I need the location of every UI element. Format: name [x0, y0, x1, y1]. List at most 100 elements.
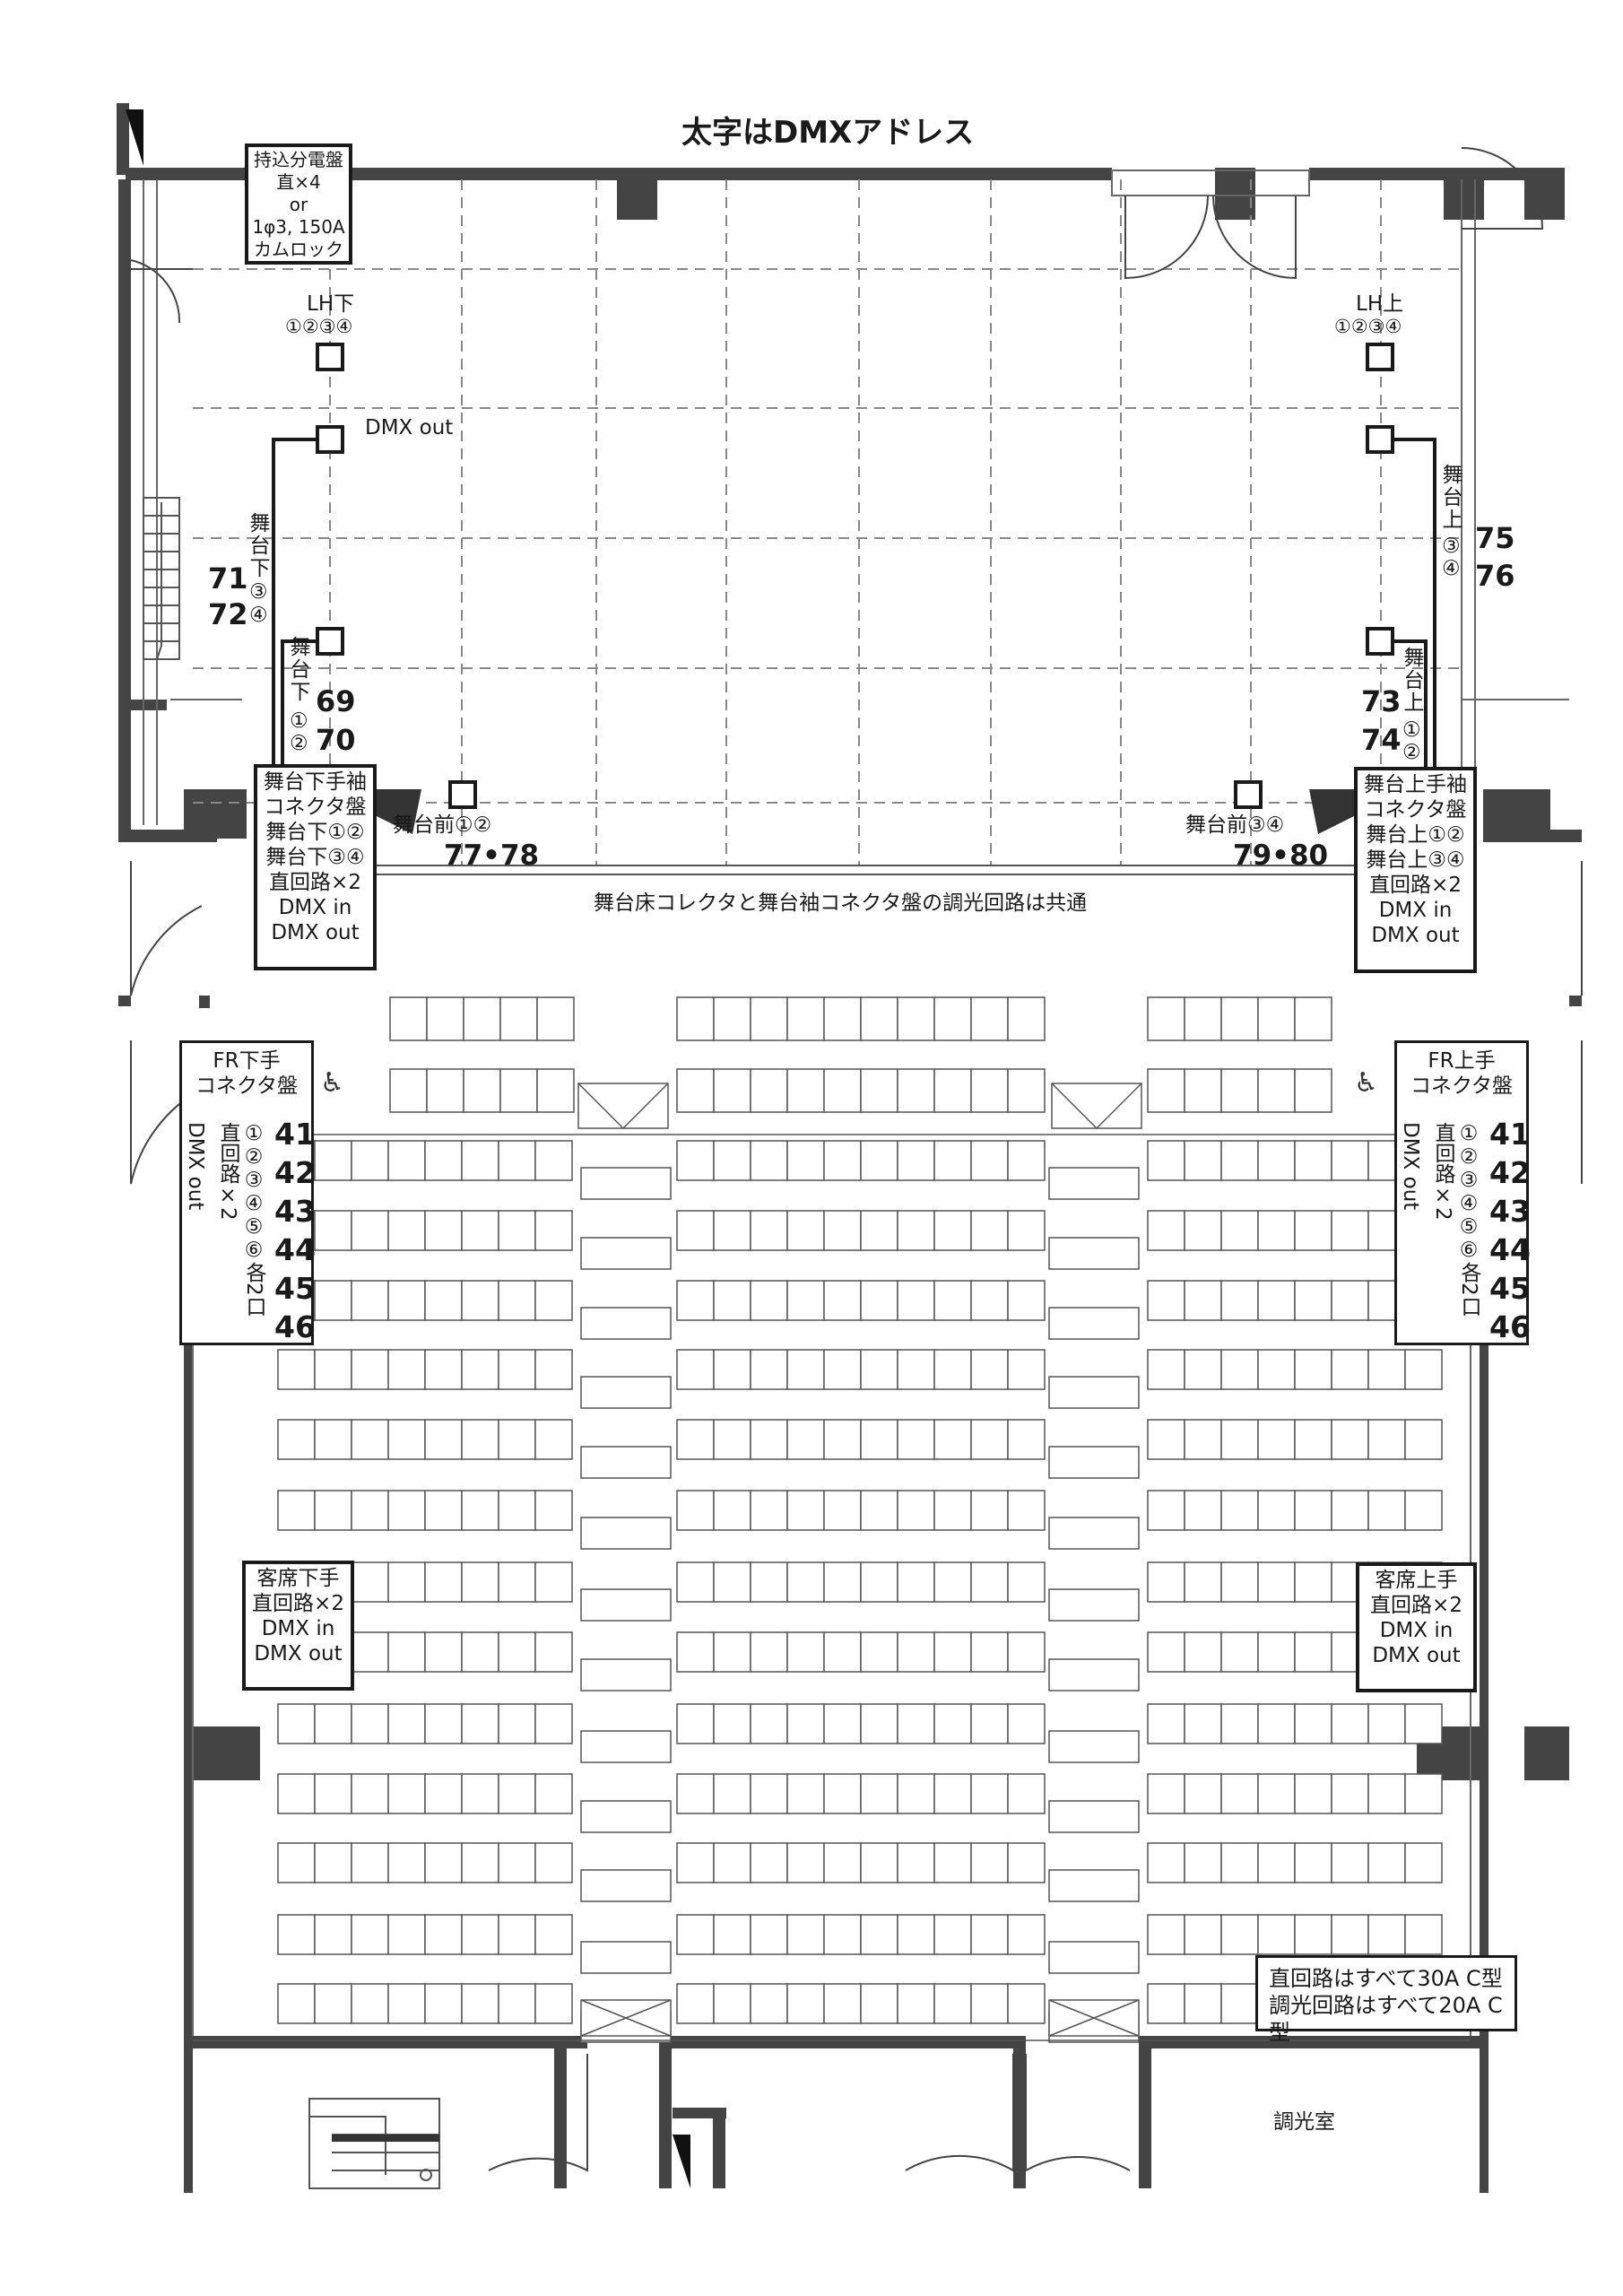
- corner-marker: [673, 2135, 690, 2188]
- seat: [1404, 1703, 1443, 1744]
- seat: [389, 1068, 428, 1113]
- seat: [1147, 1068, 1185, 1113]
- seat: [823, 1210, 862, 1251]
- power-panel-line: カムロック: [254, 239, 343, 260]
- seat: [461, 1631, 499, 1673]
- seat: [351, 1210, 389, 1251]
- aisle-step: [580, 1446, 672, 1479]
- seat: [499, 1068, 538, 1113]
- seat: [933, 1631, 972, 1673]
- seat: [314, 1349, 352, 1390]
- seat: [387, 1914, 426, 1955]
- seat: [897, 1349, 935, 1390]
- seat: [970, 1140, 1009, 1181]
- seat: [314, 1703, 352, 1744]
- wing-left-line: 直回路×2: [269, 871, 361, 894]
- seat: [534, 1210, 573, 1251]
- seat: [1367, 1349, 1406, 1390]
- house-right-line: DMX in: [1379, 1619, 1454, 1642]
- seat: [933, 1490, 972, 1531]
- seat: [351, 1349, 389, 1390]
- seat: [277, 1773, 316, 1814]
- dmx-address: 41: [274, 1117, 316, 1152]
- seat: [1220, 1842, 1259, 1883]
- seat: [1007, 996, 1046, 1041]
- seat: [933, 1068, 972, 1113]
- seat: [1147, 1842, 1185, 1883]
- aisle-step: [580, 1730, 672, 1763]
- seat: [1404, 1490, 1443, 1531]
- seat: [750, 1773, 788, 1814]
- seat: [786, 1842, 825, 1883]
- seat: [1007, 1280, 1046, 1321]
- vertical-char: 上: [1442, 509, 1463, 532]
- seat: [1184, 996, 1222, 1041]
- seat: [1294, 1490, 1332, 1531]
- seat: [1331, 1914, 1369, 1955]
- seat: [786, 1561, 825, 1603]
- seat: [1257, 1773, 1296, 1814]
- seat: [1294, 1631, 1332, 1673]
- fr-left-head: FR下手 コネクタ盤: [182, 1048, 311, 1099]
- proscenium-right: [1309, 789, 1363, 834]
- seat: [823, 1773, 862, 1814]
- seat: [1184, 1842, 1222, 1883]
- fr-right-dmx: DMX out: [1399, 1122, 1422, 1211]
- seat: [1220, 1490, 1259, 1531]
- seat: [424, 1490, 463, 1531]
- seat: [387, 1280, 426, 1321]
- seat: [1257, 1914, 1296, 1955]
- seat: [713, 1983, 751, 2024]
- seat: [461, 1703, 499, 1744]
- seat: [970, 1561, 1009, 1603]
- seat: [786, 1280, 825, 1321]
- seat: [713, 1068, 751, 1113]
- seat: [823, 1140, 862, 1181]
- wing-right-connector-panel: 舞台上手袖 コネクタ盤 舞台上①② 舞台上③④ 直回路×2 DMX in DMX…: [1354, 767, 1477, 973]
- seat: [676, 1983, 715, 2024]
- seat: [1007, 1773, 1046, 1814]
- seat: [860, 1773, 898, 1814]
- seat: [314, 1210, 352, 1251]
- seat: [1147, 1210, 1185, 1251]
- seat: [277, 1490, 316, 1531]
- fr-right-direct: 直回路×2: [1431, 1122, 1454, 1221]
- seat: [1220, 1561, 1259, 1603]
- seat: [713, 1349, 751, 1390]
- wing-left-line: 舞台下手袖: [264, 770, 367, 794]
- lh-left-circuits: ①②③④: [285, 316, 353, 337]
- seat: [933, 1561, 972, 1603]
- seat: [1367, 1914, 1406, 1955]
- seat: [823, 996, 862, 1041]
- seat: [823, 1068, 862, 1113]
- seat: [676, 1561, 715, 1603]
- seat: [424, 1703, 463, 1744]
- house-left-line: 直回路×2: [252, 1592, 344, 1615]
- seat: [424, 1349, 463, 1390]
- seat: [713, 1914, 751, 1955]
- seat: [676, 1280, 715, 1321]
- aisle-step: [1048, 1167, 1140, 1200]
- seat: [499, 996, 538, 1041]
- seat: [970, 1914, 1009, 1955]
- seat: [1294, 1914, 1332, 1955]
- seat: [351, 1983, 389, 2024]
- seat: [786, 1983, 825, 2024]
- dmx-address: 75: [1475, 521, 1515, 555]
- seat: [277, 1703, 316, 1744]
- wing-right-line: 舞台上①②: [1366, 823, 1465, 847]
- seat: [970, 1703, 1009, 1744]
- seat: [1147, 1773, 1185, 1814]
- seat: [970, 1983, 1009, 2024]
- seat: [897, 1210, 935, 1251]
- dmx-address: 73: [1361, 684, 1402, 718]
- dmx-address: 45: [274, 1271, 316, 1306]
- seat: [897, 1631, 935, 1673]
- seat: [1404, 1914, 1443, 1955]
- corner-marker: [126, 109, 143, 166]
- door-swing-icon: [130, 147, 1583, 2172]
- stage-right-lower-vertical: 舞 台 上: [1401, 648, 1428, 715]
- wing-left-line: DMX in: [278, 896, 352, 919]
- seat: [713, 1773, 751, 1814]
- seat: [933, 1210, 972, 1251]
